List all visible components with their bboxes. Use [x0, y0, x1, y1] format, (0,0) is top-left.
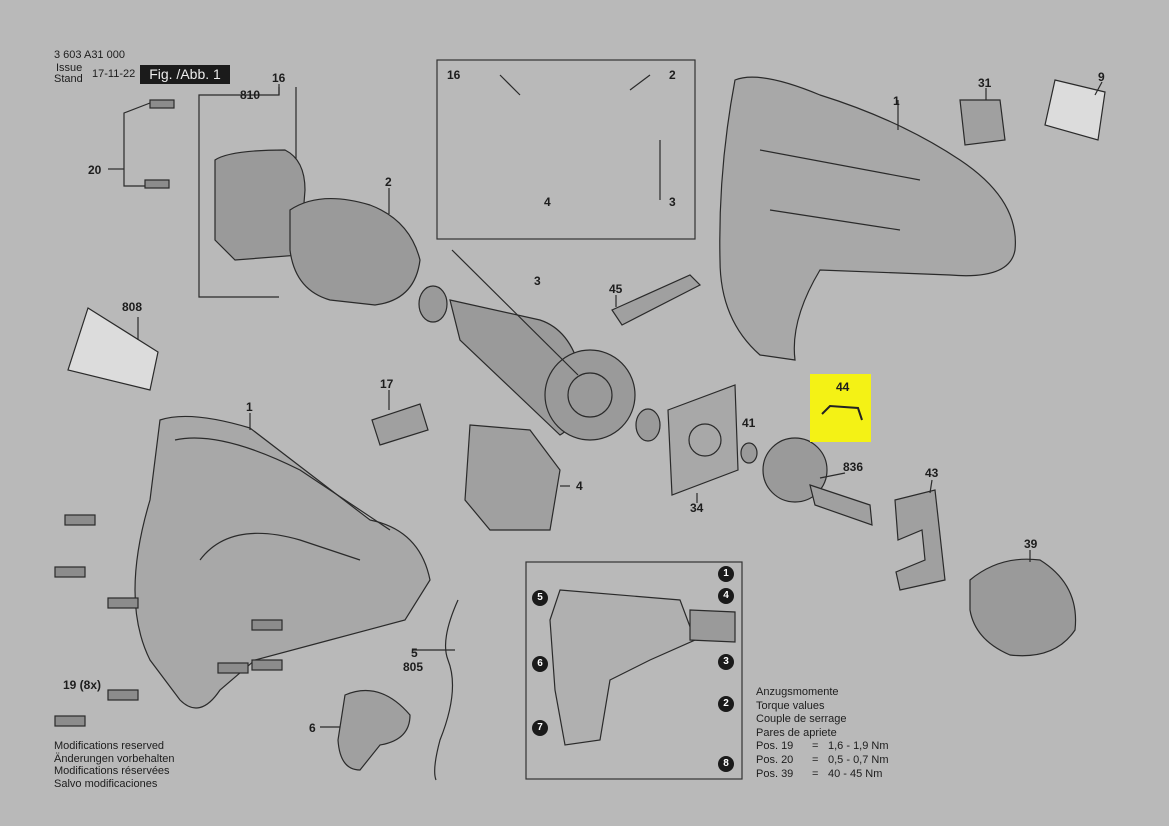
modifications-note: Modifications reserved Änderungen vorbeh…	[54, 740, 174, 790]
callout-1a[interactable]: 1	[246, 400, 253, 414]
callout-16a[interactable]: 16	[272, 71, 286, 85]
torque-title-de: Anzugsmomente	[756, 686, 839, 698]
torque-title-es: Pares de apriete	[756, 726, 837, 739]
knob	[337, 689, 411, 771]
torque-values-table: Anzugsmomente Torque values Couple de se…	[756, 686, 889, 781]
note-line-en: Modifications reserved	[54, 740, 165, 752]
callout-31[interactable]: 31	[978, 76, 992, 90]
badge-3[interactable]: 3	[718, 654, 734, 670]
note-line-fr: Modifications réservées	[54, 765, 170, 777]
callout-3a[interactable]: 3	[669, 195, 676, 209]
callout-34[interactable]: 34	[690, 501, 704, 515]
torque-pos: Pos. 20	[756, 753, 794, 766]
housing-half-right	[719, 76, 1016, 361]
callout-1b[interactable]: 1	[893, 94, 900, 108]
badge-4[interactable]: 4	[718, 588, 734, 604]
torque-eq: =	[812, 767, 819, 780]
stator	[289, 198, 421, 306]
badge-7[interactable]: 7	[532, 720, 548, 736]
callout-2a[interactable]: 2	[385, 175, 392, 189]
torque-pos: Pos. 39	[756, 767, 794, 780]
fan	[544, 349, 636, 441]
plate-34	[667, 384, 739, 496]
torque-row: Pos. 20 = 0,5 - 0,7 Nm	[756, 754, 889, 768]
figure-label: Fig. /Abb. 1	[140, 65, 230, 84]
part-45	[611, 274, 702, 326]
callout-810[interactable]: 810	[240, 88, 261, 102]
doc-number: 3 603 A31 000	[54, 49, 125, 61]
torque-value: 40 - 45 Nm	[828, 767, 883, 780]
part-17	[371, 403, 429, 446]
highlight-part-44[interactable]	[810, 374, 871, 442]
chuck	[969, 558, 1077, 657]
switch	[464, 424, 561, 531]
torque-eq: =	[812, 753, 819, 766]
torque-value: 0,5 - 0,7 Nm	[828, 753, 889, 766]
callout-805[interactable]: 805	[403, 660, 424, 674]
callout-39[interactable]: 39	[1024, 537, 1038, 551]
callout-6[interactable]: 6	[309, 721, 316, 735]
callout-41[interactable]: 41	[742, 416, 756, 430]
torque-title-en: Torque values	[756, 699, 825, 712]
callout-20[interactable]: 20	[88, 163, 102, 177]
badge-5[interactable]: 5	[532, 590, 548, 606]
washer-41	[740, 442, 758, 464]
cable	[434, 599, 459, 781]
inset-wiring-box	[436, 59, 696, 240]
note-line-de: Änderungen vorbehalten	[54, 752, 175, 765]
callout-43[interactable]: 43	[925, 466, 939, 480]
callout-19[interactable]: 19 (8x)	[63, 678, 102, 692]
torque-row: Pos. 39 = 40 - 45 Nm	[756, 768, 889, 782]
issue-date: 17-11-22	[92, 68, 136, 80]
callout-2b[interactable]: 2	[669, 68, 676, 82]
callout-5[interactable]: 5	[411, 646, 418, 660]
note-line-es: Salvo modificaciones	[54, 777, 158, 790]
bearing	[418, 285, 448, 323]
badge-8[interactable]: 8	[718, 756, 734, 772]
callout-808[interactable]: 808	[122, 300, 143, 314]
brush-holder	[214, 149, 306, 261]
callout-836[interactable]: 836	[843, 460, 864, 474]
callout-45[interactable]: 45	[609, 282, 623, 296]
inset-drill	[549, 589, 696, 746]
part-31	[959, 99, 1006, 146]
callout-44[interactable]: 44	[836, 380, 850, 394]
callout-16b[interactable]: 16	[447, 68, 461, 82]
callout-4a[interactable]: 4	[544, 195, 551, 209]
part-44-icon	[821, 404, 863, 421]
torque-pos: Pos. 19	[756, 740, 794, 753]
label-808	[67, 307, 159, 391]
callout-9[interactable]: 9	[1098, 70, 1105, 84]
torque-title-fr: Couple de serrage	[756, 713, 847, 726]
torque-eq: =	[812, 740, 819, 753]
badge-6[interactable]: 6	[532, 656, 548, 672]
part-43	[894, 489, 946, 591]
callout-17[interactable]: 17	[380, 377, 394, 391]
issue-label: Issue	[56, 62, 83, 74]
torque-row: Pos. 19 = 1,6 - 1,9 Nm	[756, 740, 889, 754]
badge-1[interactable]: 1	[718, 566, 734, 582]
badge-2[interactable]: 2	[718, 696, 734, 712]
inset-drill-box	[525, 561, 743, 780]
torque-value: 1,6 - 1,9 Nm	[828, 740, 889, 753]
callout-4b[interactable]: 4	[576, 479, 583, 493]
screws	[54, 99, 283, 727]
stand-label: Stand	[54, 73, 83, 85]
label-9	[1044, 79, 1106, 141]
callout-3b[interactable]: 3	[534, 274, 541, 288]
